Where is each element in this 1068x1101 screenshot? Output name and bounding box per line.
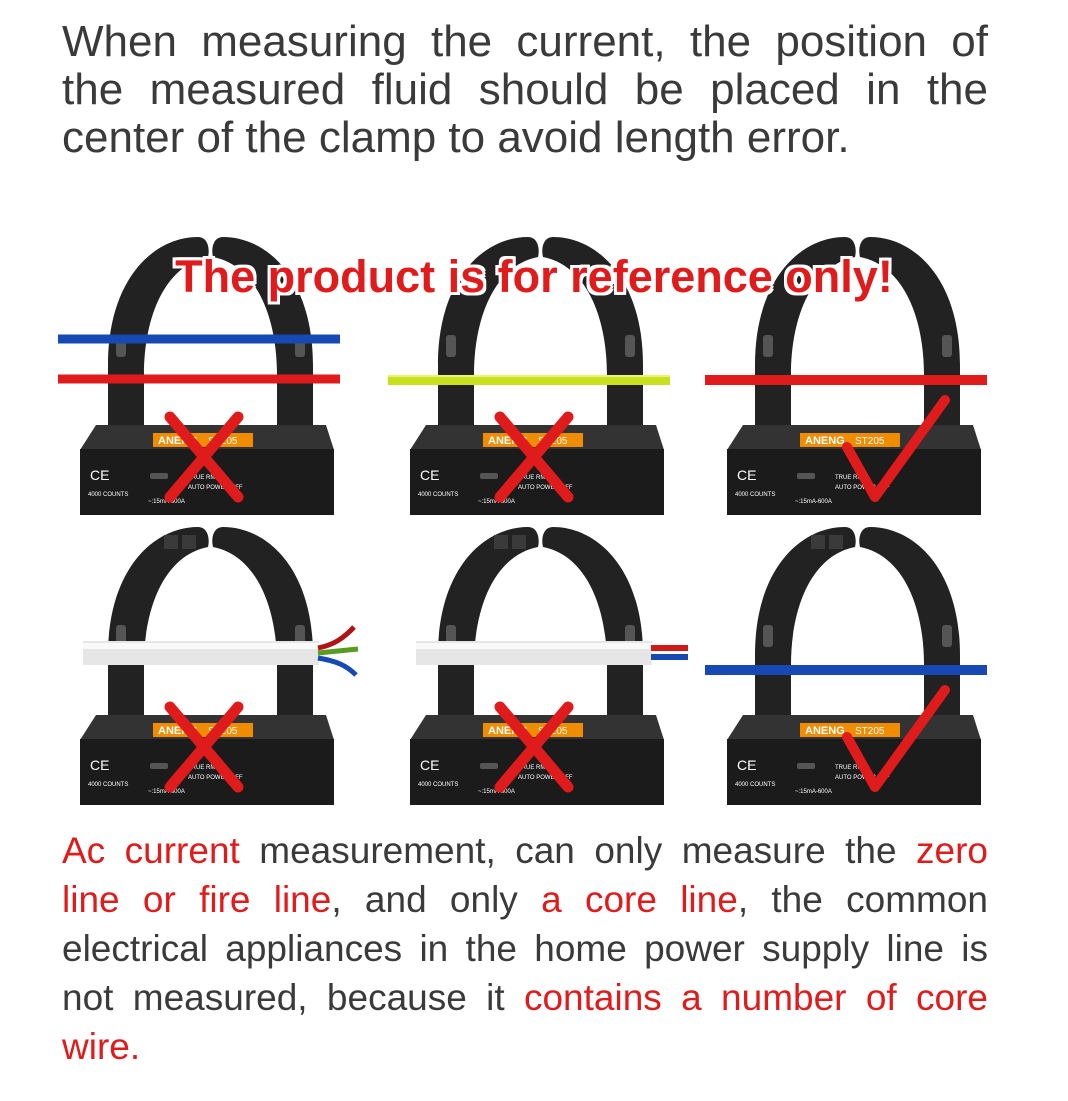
clamp-meter-illustration: ANENG ST205 CE 4000 COUNTS TRUE RMS AUTO…: [388, 237, 670, 515]
power-label: AUTO POWER OFF: [188, 775, 243, 781]
example-two-wires: ANENG ST205 CE 4000 COUNTS TRUE RMS AUTO…: [58, 225, 378, 515]
highlight-core-line: a core line: [541, 879, 738, 920]
example-yellow-green-wire: ANENG ST205 CE 4000 COUNTS TRUE RMS AUTO…: [388, 225, 708, 515]
range-label: ~:15mA-600A: [478, 499, 515, 505]
example-single-red-wire: ANENG ST205 CE 4000 COUNTS TRUE RMS AUTO…: [705, 225, 1025, 515]
outro-text-1: measurement, can only measure the: [239, 830, 917, 871]
example-single-blue-wire: ANENG ST205 CE 4000 COUNTS TRUE RMS AUTO…: [705, 515, 1025, 805]
rms-label: TRUE RMS: [518, 765, 549, 771]
clamp-meter-illustration: ANENG ST205 CE 4000 COUNTS TRUE RMS AUTO…: [58, 237, 340, 515]
example-three-core-cable: ANENG ST205 CE 4000 COUNTS TRUE RMS AUTO…: [58, 515, 378, 805]
clamp-meter-illustration: ANENG ST205 CE 4000 COUNTS TRUE RMS AUTO…: [410, 527, 688, 805]
clamp-examples-grid: ANENG ST205 CE 4000 COUNTS TRUE RMS AUTO…: [0, 225, 1068, 805]
power-label: AUTO POWER OFF: [518, 775, 573, 781]
outro-text-2: , and only: [331, 879, 542, 920]
highlight-zero-fire-line: zero line or fire line: [62, 830, 988, 920]
cross-mark-icon: [494, 411, 574, 503]
example-two-core-cable: ANENG ST205 CE 4000 COUNTS TRUE RMS AUTO…: [388, 515, 708, 805]
highlight-ac-current: Ac current: [62, 830, 240, 871]
counts-label: 4000 COUNTS: [735, 782, 775, 788]
highlight-core-wire: contains a number of core wire.: [62, 977, 988, 1067]
model-label: ST205: [855, 436, 885, 447]
ce-label: CE: [90, 757, 109, 773]
rms-label: TRUE RMS: [188, 475, 219, 481]
range-label: ~:15mA-600A: [478, 789, 515, 795]
power-label: AUTO POWER OFF: [188, 485, 243, 491]
rms-label: TRUE RMS: [518, 475, 549, 481]
ce-label: CE: [737, 467, 756, 483]
intro-paragraph: When measuring the current, the position…: [62, 17, 988, 162]
check-mark-icon: [842, 685, 950, 792]
reference-only-banner: The product is for reference only!: [175, 251, 893, 302]
range-label: ~:15mA-600A: [795, 499, 832, 505]
outro-paragraph: Ac current measurement, can only measure…: [62, 826, 988, 1071]
power-label: AUTO POWER OFF: [835, 775, 890, 781]
counts-label: 4000 COUNTS: [88, 492, 128, 498]
clamp-meter-illustration: ANENG ST205 CE 4000 COUNTS TRUE RMS AUTO…: [705, 237, 987, 515]
range-label: ~:15mA-600A: [148, 789, 185, 795]
power-label: AUTO POWER OFF: [835, 485, 890, 491]
brand-label: ANENG: [805, 435, 845, 447]
rms-label: TRUE RMS: [188, 765, 219, 771]
cross-mark-icon: [164, 411, 244, 503]
brand-label: ANENG: [805, 725, 845, 737]
ce-label: CE: [420, 757, 439, 773]
clamp-meter-illustration: ANENG ST205 CE 4000 COUNTS TRUE RMS AUTO…: [705, 527, 987, 805]
rms-label: TRUE RMS: [835, 475, 866, 481]
counts-label: 4000 COUNTS: [735, 492, 775, 498]
cross-mark-icon: [164, 701, 244, 793]
check-mark-icon: [842, 395, 950, 502]
counts-label: 4000 COUNTS: [418, 782, 458, 788]
clamp-meter-illustration: ANENG ST205 CE 4000 COUNTS TRUE RMS AUTO…: [80, 527, 359, 805]
range-label: ~:15mA-600A: [148, 499, 185, 505]
cross-mark-icon: [494, 701, 574, 793]
range-label: ~:15mA-600A: [795, 789, 832, 795]
counts-label: 4000 COUNTS: [88, 782, 128, 788]
ce-label: CE: [90, 467, 109, 483]
power-label: AUTO POWER OFF: [518, 485, 573, 491]
counts-label: 4000 COUNTS: [418, 492, 458, 498]
outro-text-3: , the common electrical appliances in th…: [62, 879, 988, 1018]
ce-label: CE: [737, 757, 756, 773]
model-label: ST205: [855, 726, 885, 737]
ce-label: CE: [420, 467, 439, 483]
rms-label: TRUE RMS: [835, 765, 866, 771]
